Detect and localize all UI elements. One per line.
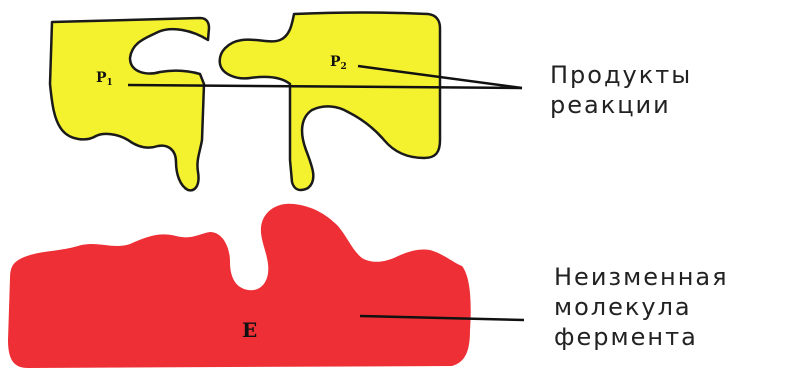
products-caption-line2: реакции	[550, 90, 692, 120]
products-caption-line1: Продукты	[550, 60, 692, 90]
enzyme-caption-line1: Неизменная	[554, 262, 729, 292]
products-caption: Продукты реакции	[550, 60, 692, 120]
label-enzyme: E	[242, 318, 257, 342]
product-p1-shape	[50, 18, 209, 190]
enzyme-caption-line3: фермента	[554, 322, 729, 352]
product-p2-shape	[220, 13, 440, 191]
enzyme-caption-line2: молекула	[554, 292, 729, 322]
enzyme-shape	[8, 204, 471, 368]
enzyme-caption: Неизменная молекула фермента	[554, 262, 729, 352]
